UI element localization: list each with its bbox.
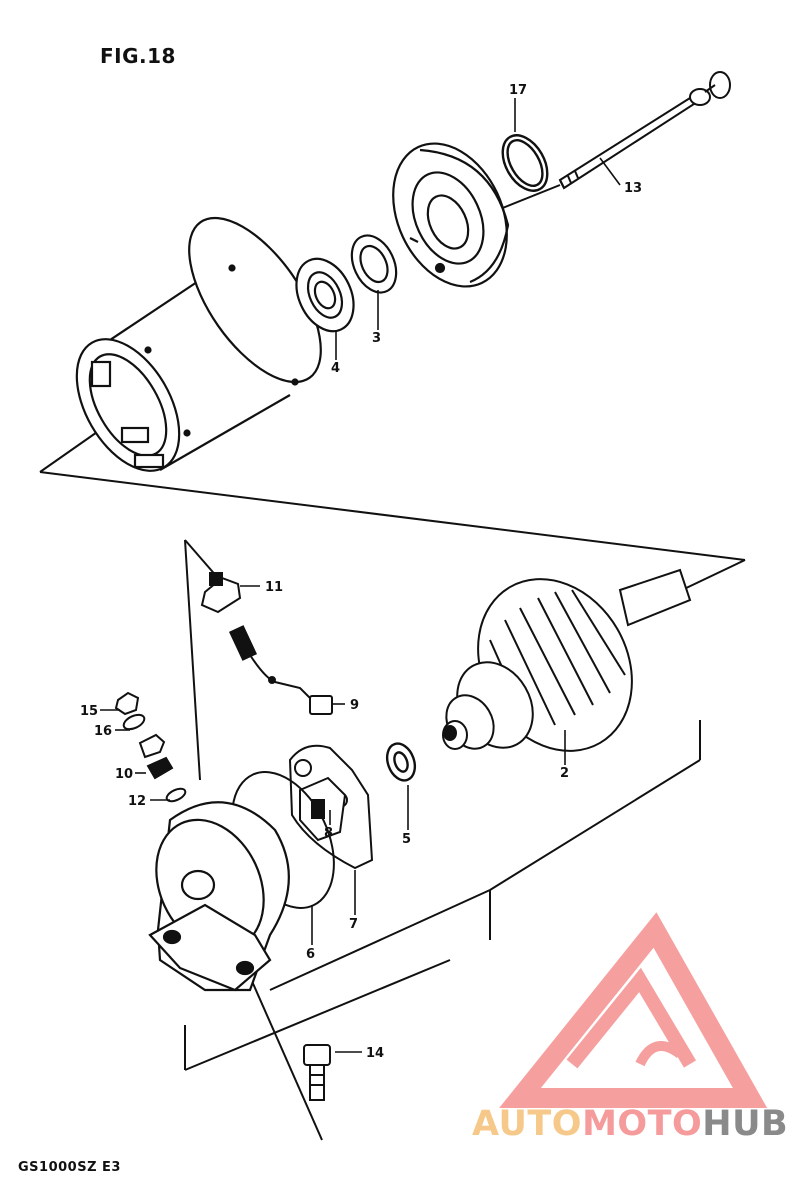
callout-8: 8 — [324, 826, 333, 841]
figure-code: GS1000SZ E3 — [18, 1160, 121, 1175]
watermark-logo-icon — [499, 912, 768, 1108]
callout-5: 5 — [402, 832, 411, 847]
starter-yoke-housing — [75, 216, 322, 472]
callout-11: 11 — [265, 580, 283, 595]
part-17-o-ring — [501, 134, 549, 192]
callout-13: 13 — [624, 181, 642, 196]
part-9-brush — [228, 625, 333, 715]
watermark-part2: MOTO — [582, 1104, 703, 1144]
callout-9: 9 — [350, 698, 359, 713]
figure-title: FIG.18 — [100, 44, 176, 68]
lower-group-outline — [184, 539, 746, 1141]
callout-6: 6 — [306, 947, 315, 962]
callout-10: 10 — [115, 767, 133, 782]
callout-labels: 17 13 3 4 11 9 2 5 8 7 6 15 16 10 12 14 — [80, 83, 642, 1061]
leader-lines — [100, 98, 621, 1053]
part-1-end-cover — [148, 801, 290, 992]
part-13-through-bolt — [558, 71, 731, 190]
part-10-insulator — [138, 733, 174, 780]
callout-7: 7 — [349, 917, 358, 932]
part-16-washer — [122, 713, 146, 731]
watermark-part1: AUTO — [472, 1104, 583, 1144]
callout-12: 12 — [128, 794, 146, 809]
callout-15: 15 — [80, 704, 98, 719]
part-4-bearing — [295, 257, 355, 333]
watermark-text: AUTOMOTOHUB — [472, 1104, 788, 1144]
part-5-washer — [385, 742, 417, 782]
callout-2: 2 — [560, 766, 569, 781]
callout-16: 16 — [94, 724, 112, 739]
callout-17: 17 — [509, 83, 527, 98]
callout-14: 14 — [366, 1046, 384, 1061]
callout-3: 3 — [372, 331, 381, 346]
callout-4: 4 — [331, 361, 340, 376]
part-2-armature — [442, 568, 692, 752]
part-15-nut — [114, 691, 140, 716]
part-14-bolt — [303, 1044, 331, 1101]
part-12-o-ring — [165, 787, 187, 803]
watermark-part3: HUB — [702, 1104, 789, 1144]
housing-end-cover — [392, 142, 510, 288]
part-3-bearing — [350, 234, 398, 294]
part-11-insulator — [200, 572, 242, 614]
